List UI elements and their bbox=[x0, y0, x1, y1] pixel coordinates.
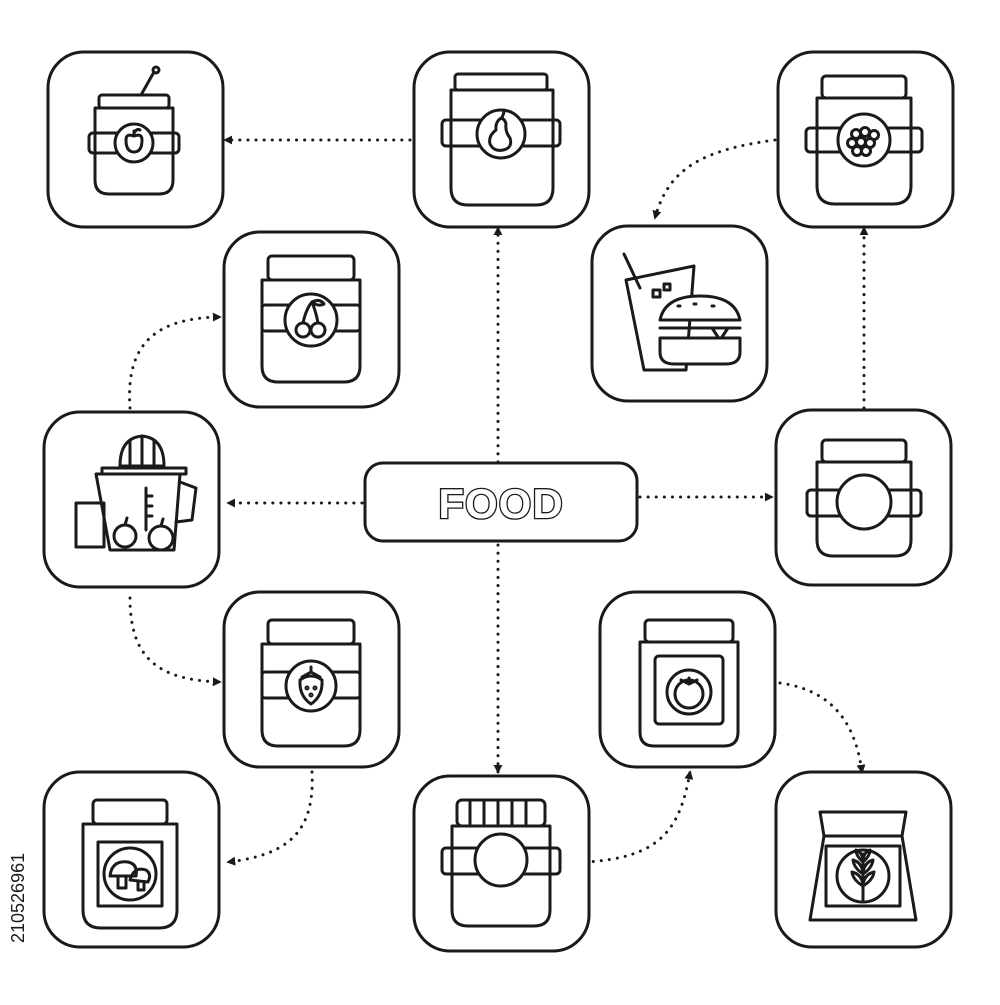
apple-jam-jar-icon bbox=[87, 65, 181, 196]
center-label: FOOD bbox=[438, 480, 563, 527]
flour-bag-icon bbox=[808, 810, 918, 922]
raspberry-jam-jar-icon bbox=[804, 74, 924, 206]
connector-juicer-to-strawberry bbox=[128, 596, 222, 687]
connector-raspberry-to-fastfood bbox=[652, 138, 777, 220]
strawberry-jam-jar-icon bbox=[260, 618, 362, 748]
connector-juicer-to-cherry bbox=[128, 312, 222, 410]
soda-burger-icon bbox=[622, 252, 742, 372]
pear-jam-jar-icon bbox=[440, 72, 562, 207]
stock-id: 210526961 bbox=[8, 853, 28, 943]
center-node: FOOD bbox=[363, 461, 639, 543]
connector-tomato-to-flour bbox=[778, 681, 866, 774]
tomato-sauce-jar-icon bbox=[638, 618, 740, 748]
cherry-jam-jar-icon bbox=[260, 254, 362, 384]
connector-strawberry-to-mushroom bbox=[226, 770, 314, 866]
mushroom-jar-icon bbox=[81, 798, 179, 930]
connector-plainjar-to-tomato bbox=[583, 770, 694, 864]
juicer-icon bbox=[74, 434, 198, 552]
plain-jar-icon bbox=[440, 798, 562, 928]
empty-label-jar-icon bbox=[805, 438, 923, 558]
